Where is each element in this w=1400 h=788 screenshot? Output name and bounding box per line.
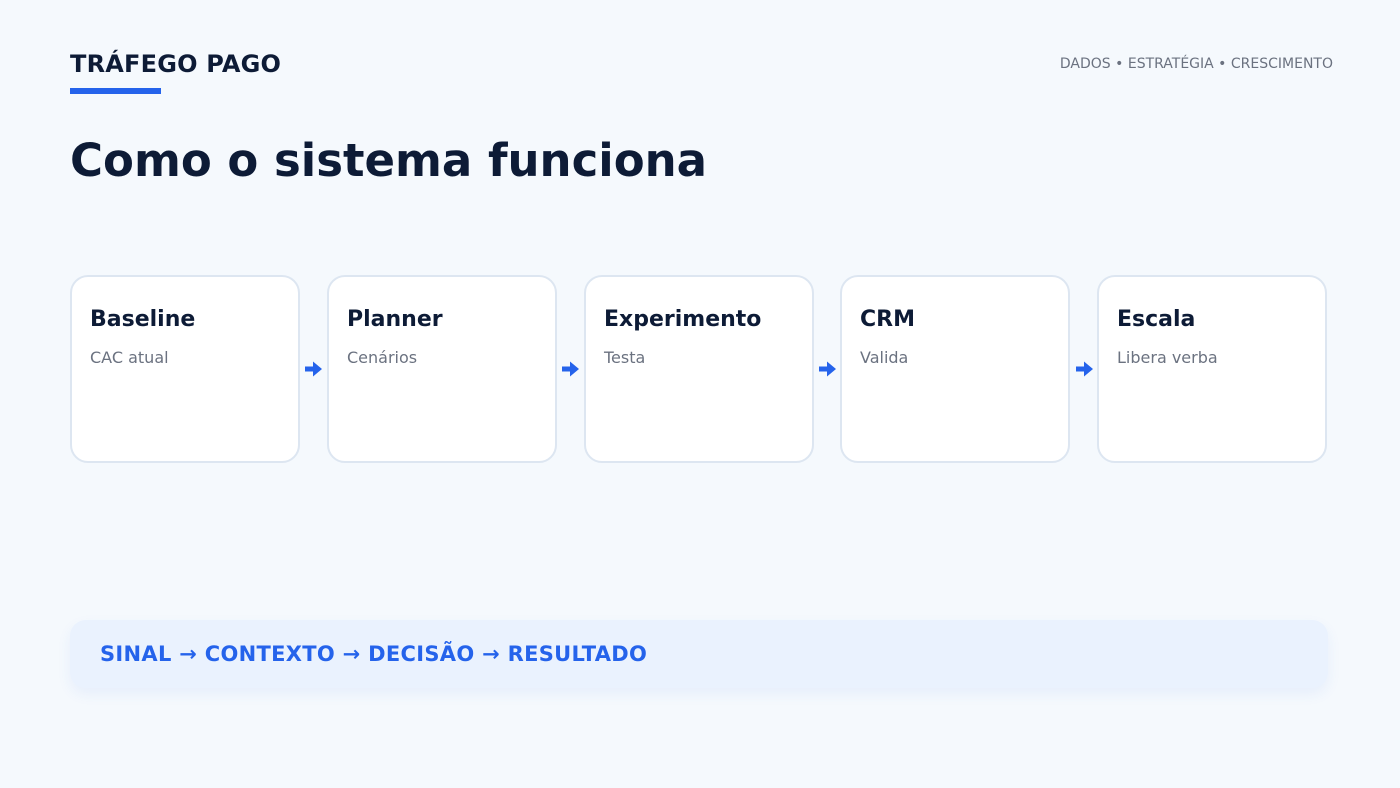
flow-diagram: Baseline CAC atual Planner Cenários Expe… [70,275,1331,466]
step-subtitle: Cenários [347,348,418,367]
page-title: Como o sistema funciona [70,134,708,187]
step-title: Baseline [90,307,196,332]
step-subtitle: Libera verba [1117,348,1218,367]
step-title: Planner [347,307,443,332]
step-card-escala: Escala Libera verba [1097,275,1327,463]
step-title: Escala [1117,307,1196,332]
step-card-crm: CRM Valida [840,275,1070,463]
brand-title: TRÁFEGO PAGO [70,50,282,78]
header: TRÁFEGO PAGO DADOS • ESTRATÉGIA • CRESCI… [70,50,1333,100]
step-subtitle: Valida [860,348,909,367]
summary-banner: SINAL → CONTEXTO → DECISÃO → RESULTADO [70,620,1328,688]
arrow-right-icon [1076,361,1093,377]
step-title: CRM [860,307,915,332]
step-card-planner: Planner Cenários [327,275,557,463]
arrow-right-icon [305,361,322,377]
step-title: Experimento [604,307,762,332]
summary-text: SINAL → CONTEXTO → DECISÃO → RESULTADO [100,642,648,666]
arrow-right-icon [819,361,836,377]
step-subtitle: CAC atual [90,348,169,367]
arrow-right-icon [562,361,579,377]
step-subtitle: Testa [604,348,646,367]
step-card-experimento: Experimento Testa [584,275,814,463]
brand-underline [70,88,161,94]
tagline: DADOS • ESTRATÉGIA • CRESCIMENTO [1059,56,1333,72]
step-card-baseline: Baseline CAC atual [70,275,300,463]
